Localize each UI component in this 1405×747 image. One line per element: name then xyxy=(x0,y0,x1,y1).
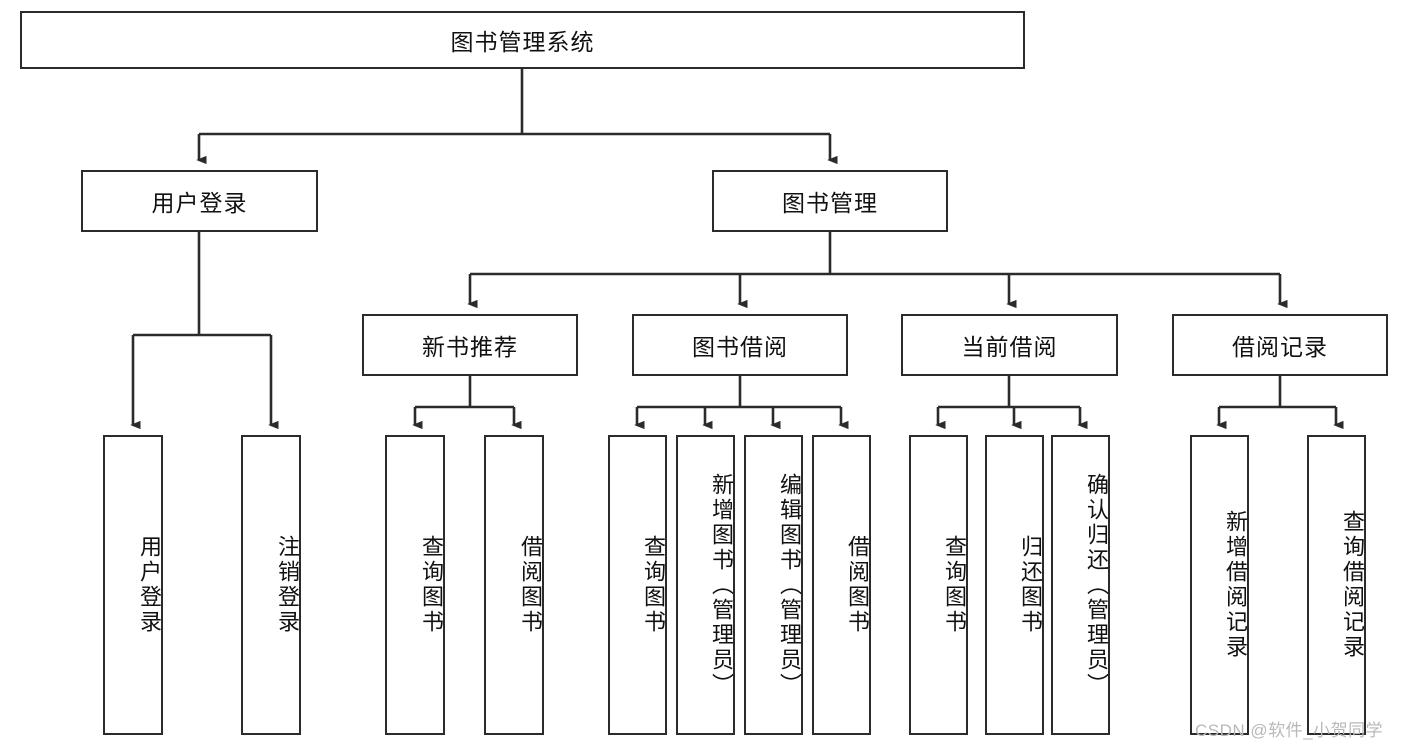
node-new-book-recommend[interactable]: 新书推荐 xyxy=(362,314,578,376)
node-leaf-query-book-current[interactable]: 查询图书 xyxy=(909,435,968,735)
node-leaf-add-borrow-record[interactable]: 新增借阅记录 xyxy=(1190,435,1249,735)
node-user-login[interactable]: 用户登录 xyxy=(81,170,318,232)
node-leaf-user-login[interactable]: 用户登录 xyxy=(103,435,163,735)
node-leaf-query-borrow-record[interactable]: 查询借阅记录 xyxy=(1307,435,1366,735)
node-book-borrow[interactable]: 图书借阅 xyxy=(632,314,848,376)
node-leaf-borrow-book[interactable]: 借阅图书 xyxy=(812,435,871,735)
node-leaf-add-book-admin[interactable]: 新增图书（管理员） xyxy=(676,435,735,735)
node-borrow-record[interactable]: 借阅记录 xyxy=(1172,314,1388,376)
node-leaf-return-book[interactable]: 归还图书 xyxy=(985,435,1044,735)
node-leaf-user-logout[interactable]: 注销登录 xyxy=(241,435,301,735)
node-leaf-query-book-recommend[interactable]: 查询图书 xyxy=(385,435,445,735)
node-leaf-edit-book-admin[interactable]: 编辑图书（管理员） xyxy=(744,435,803,735)
node-current-borrow[interactable]: 当前借阅 xyxy=(901,314,1118,376)
node-leaf-query-book-borrow[interactable]: 查询图书 xyxy=(608,435,667,735)
node-root-system[interactable]: 图书管理系统 xyxy=(20,11,1025,69)
node-book-manage[interactable]: 图书管理 xyxy=(712,170,948,232)
node-leaf-borrow-book-recommend[interactable]: 借阅图书 xyxy=(484,435,544,735)
watermark-text: CSDN @软件_小贺同学 xyxy=(1195,721,1384,740)
node-leaf-confirm-return-admin[interactable]: 确认归还（管理员） xyxy=(1051,435,1110,735)
